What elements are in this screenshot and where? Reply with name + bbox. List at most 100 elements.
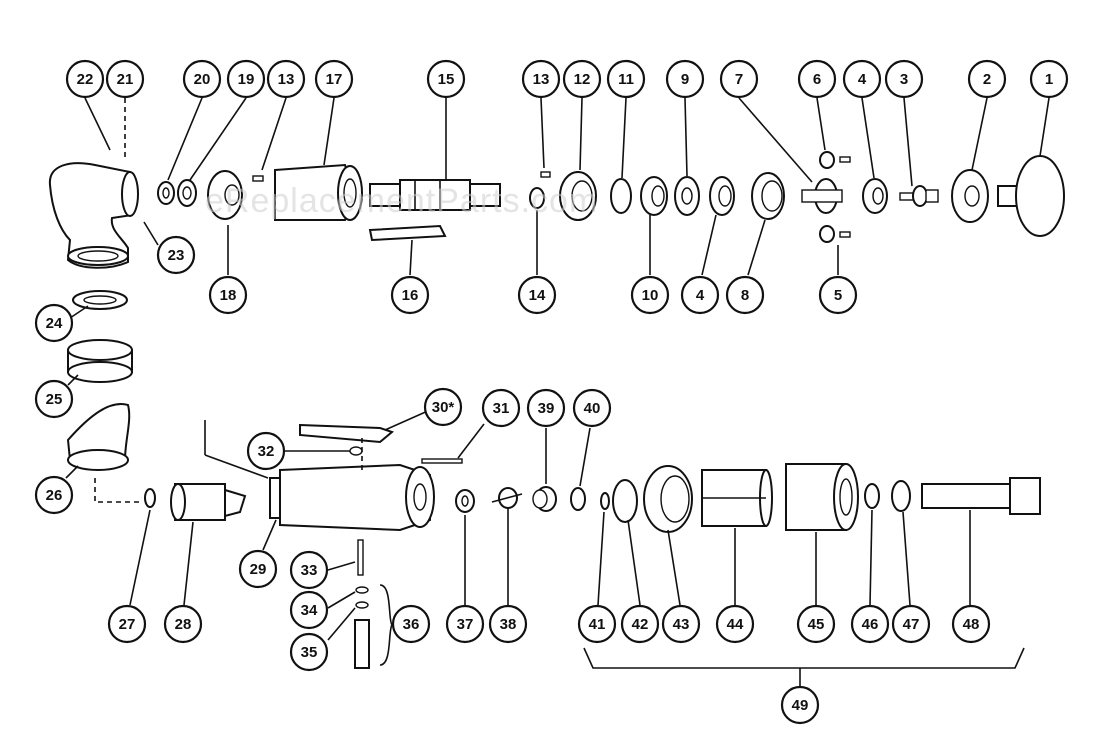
spring-39	[532, 486, 557, 512]
callout-46: 46	[850, 604, 890, 644]
svg-text:49: 49	[792, 697, 809, 714]
svg-text:10: 10	[642, 287, 659, 304]
callout-22: 22	[65, 59, 105, 99]
svg-text:32: 32	[258, 443, 275, 460]
svg-text:14: 14	[529, 287, 546, 304]
svg-text:20: 20	[194, 71, 211, 88]
svg-text:48: 48	[963, 616, 980, 633]
bearing-19	[177, 179, 197, 207]
svg-text:8: 8	[741, 287, 749, 304]
callout-17: 17	[314, 59, 354, 99]
inlet-48	[921, 477, 1041, 515]
gears-6-5	[819, 151, 851, 243]
guard-26	[66, 403, 131, 471]
valve-36	[354, 619, 370, 669]
svg-text:19: 19	[238, 71, 255, 88]
carrier-7	[801, 178, 843, 214]
callout-27: 27	[107, 604, 147, 644]
callout-33: 33	[289, 550, 329, 590]
svg-text:35: 35	[301, 644, 318, 661]
washer-20	[157, 181, 175, 205]
flange-2	[951, 169, 989, 223]
oring-34-35	[355, 586, 369, 609]
callout-38: 38	[488, 604, 528, 644]
callout-12: 12	[562, 59, 602, 99]
svg-text:1: 1	[1045, 71, 1053, 88]
callout-29: 29	[238, 549, 278, 589]
bearing-10	[640, 176, 668, 216]
callout-15: 15	[426, 59, 466, 99]
svg-text:13: 13	[533, 71, 550, 88]
svg-text:41: 41	[589, 616, 606, 633]
callout-34: 34	[289, 590, 329, 630]
svg-text:2: 2	[983, 71, 991, 88]
callout-layer: 22 21 20 19 13 17 15 13 12 11 9 7 6 4 3 …	[34, 59, 1069, 725]
callout-48: 48	[951, 604, 991, 644]
svg-text:16: 16	[402, 287, 419, 304]
callout-24: 24	[34, 303, 74, 343]
svg-text:45: 45	[808, 616, 825, 633]
nut-25	[67, 339, 133, 383]
bearing-4b	[862, 178, 888, 214]
svg-text:24: 24	[46, 315, 63, 332]
callout-11: 11	[606, 59, 646, 99]
bearing-8	[751, 172, 785, 220]
callout-18: 18	[208, 275, 248, 315]
nut-12	[559, 171, 597, 221]
callout-39: 39	[526, 388, 566, 428]
svg-text:46: 46	[862, 616, 879, 633]
callout-13-top-left: 13	[266, 59, 306, 99]
callout-44: 44	[715, 604, 755, 644]
svg-text:25: 25	[46, 391, 63, 408]
ring-11	[610, 178, 632, 214]
callout-47: 47	[891, 604, 931, 644]
callout-2: 2	[967, 59, 1007, 99]
svg-text:11: 11	[618, 71, 634, 88]
callout-4-top: 4	[842, 59, 882, 99]
svg-text:42: 42	[632, 616, 649, 633]
callout-32: 32	[246, 431, 286, 471]
svg-text:44: 44	[727, 616, 744, 633]
washer-9	[674, 176, 700, 216]
svg-text:9: 9	[681, 71, 689, 88]
svg-text:31: 31	[493, 400, 510, 417]
callout-26: 26	[34, 475, 74, 515]
svg-text:18: 18	[220, 287, 237, 304]
svg-text:4: 4	[696, 287, 705, 304]
shaft-15	[369, 179, 501, 211]
callout-7: 7	[719, 59, 759, 99]
rotor-38	[491, 487, 523, 509]
pin-13a	[252, 175, 264, 182]
callout-1: 1	[1029, 59, 1069, 99]
pin-13b	[540, 171, 551, 178]
svg-text:3: 3	[900, 71, 908, 88]
svg-text:27: 27	[119, 616, 136, 633]
svg-text:43: 43	[673, 616, 690, 633]
svg-text:30*: 30*	[432, 399, 455, 416]
housing-17	[274, 163, 363, 221]
pin-31	[421, 458, 463, 464]
clip-32	[349, 446, 363, 456]
callout-36: 36	[391, 604, 431, 644]
svg-text:40: 40	[584, 400, 601, 417]
cylinder-44	[701, 469, 773, 527]
plate-40	[570, 487, 586, 511]
svg-text:4: 4	[858, 71, 867, 88]
svg-text:12: 12	[574, 71, 591, 88]
svg-text:17: 17	[326, 71, 343, 88]
svg-text:21: 21	[117, 71, 134, 88]
svg-text:15: 15	[438, 71, 455, 88]
svg-text:6: 6	[813, 71, 821, 88]
callout-13-top-right: 13	[521, 59, 561, 99]
endplate-43	[643, 465, 693, 533]
ring-41	[600, 492, 610, 510]
watermark-text: eReplacementParts.com	[205, 182, 598, 220]
callout-9: 9	[665, 59, 705, 99]
svg-text:7: 7	[735, 71, 743, 88]
callout-42: 42	[620, 604, 660, 644]
svg-text:33: 33	[301, 562, 318, 579]
svg-text:28: 28	[175, 616, 192, 633]
oring-42	[612, 479, 638, 523]
callout-21: 21	[105, 59, 145, 99]
